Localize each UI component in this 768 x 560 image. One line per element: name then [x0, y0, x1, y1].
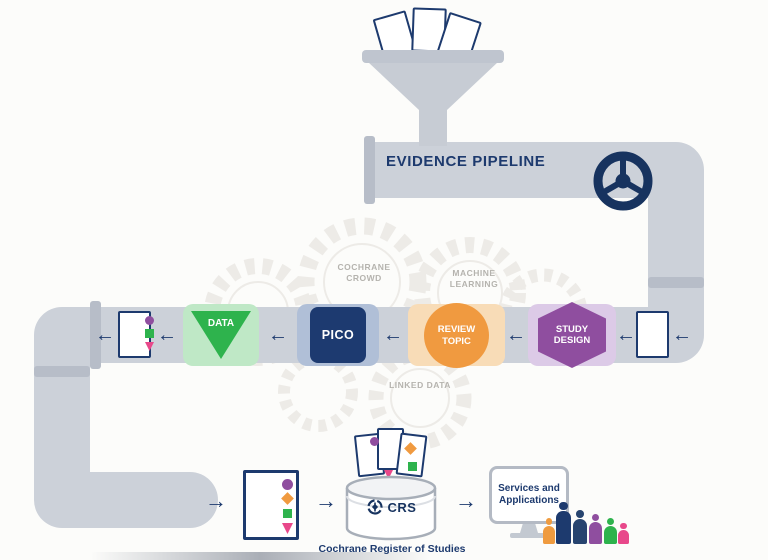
monitor-stand	[520, 524, 538, 533]
gear-label-machine-learning: MACHINE LEARNING	[449, 268, 499, 289]
arrow-right-icon: →	[455, 488, 477, 513]
arrow-right-icon: →	[315, 488, 337, 513]
document-icon-pipe-left	[118, 311, 154, 358]
arrow-left-icon: ←	[506, 324, 526, 346]
arrow-left-icon: ←	[672, 324, 692, 346]
tag-diamond	[281, 492, 294, 505]
station-review-topic: REVIEW TOPIC	[424, 303, 489, 368]
people-group-icon	[543, 496, 635, 544]
arrow-left-icon: ←	[616, 324, 636, 346]
funnel-neck	[419, 108, 447, 146]
valve-wheel-icon	[593, 151, 653, 211]
crs-label: CRS	[387, 499, 417, 515]
shadow-artifact	[90, 552, 430, 560]
person-icon	[604, 518, 617, 544]
funnel-rim	[362, 50, 504, 63]
station-data-label: DATA	[207, 318, 235, 329]
tag-triangle	[282, 523, 293, 534]
station-study-design-label: STUDY DESIGN	[553, 323, 591, 346]
tag-square	[145, 329, 154, 338]
crs-caption: Cochrane Register of Studies	[318, 543, 466, 555]
services-label: Services and Applications	[498, 483, 560, 506]
person-icon	[556, 502, 571, 544]
tag-circle	[370, 437, 379, 446]
arrow-left-icon: ←	[383, 324, 403, 346]
person-icon	[573, 510, 587, 544]
tag-triangle	[384, 470, 393, 479]
pipe-flange	[34, 366, 90, 377]
document-icon-pipe-right	[636, 311, 669, 358]
tag-square	[283, 509, 292, 518]
person-icon	[618, 523, 629, 544]
person-icon	[589, 514, 602, 544]
gear-label-linked-data: LINKED DATA	[389, 380, 451, 390]
tag-triangle	[145, 342, 154, 351]
station-review-topic-label: REVIEW TOPIC	[437, 324, 476, 347]
pipe-flange	[90, 301, 101, 369]
arrow-left-icon: ←	[157, 324, 177, 346]
person-icon	[543, 518, 555, 544]
monitor-base	[510, 533, 548, 538]
crs-badge: CRS	[352, 498, 430, 516]
pipe-flange	[364, 136, 375, 204]
station-pico: PICO	[310, 307, 366, 363]
gear-label-cochrane-crowd: COCHRANE CROWD	[337, 262, 391, 283]
document-icon-tagged	[243, 470, 299, 540]
pipe-flange	[648, 277, 704, 288]
arrow-left-icon: ←	[268, 324, 288, 346]
tag-square	[408, 462, 417, 471]
tag-circle	[282, 479, 293, 490]
monitor-icon: Services and Applications	[489, 466, 569, 524]
arrow-left-icon: ←	[95, 324, 115, 346]
funnel-icon	[368, 62, 498, 110]
cochrane-logo-icon	[366, 499, 383, 515]
station-pico-label: PICO	[321, 328, 355, 342]
tag-circle	[145, 316, 154, 325]
pipe-end-cap	[162, 472, 218, 528]
arrow-right-icon: →	[205, 488, 227, 513]
crs-database-icon	[345, 475, 437, 541]
page-title: EVIDENCE PIPELINE	[386, 153, 546, 170]
